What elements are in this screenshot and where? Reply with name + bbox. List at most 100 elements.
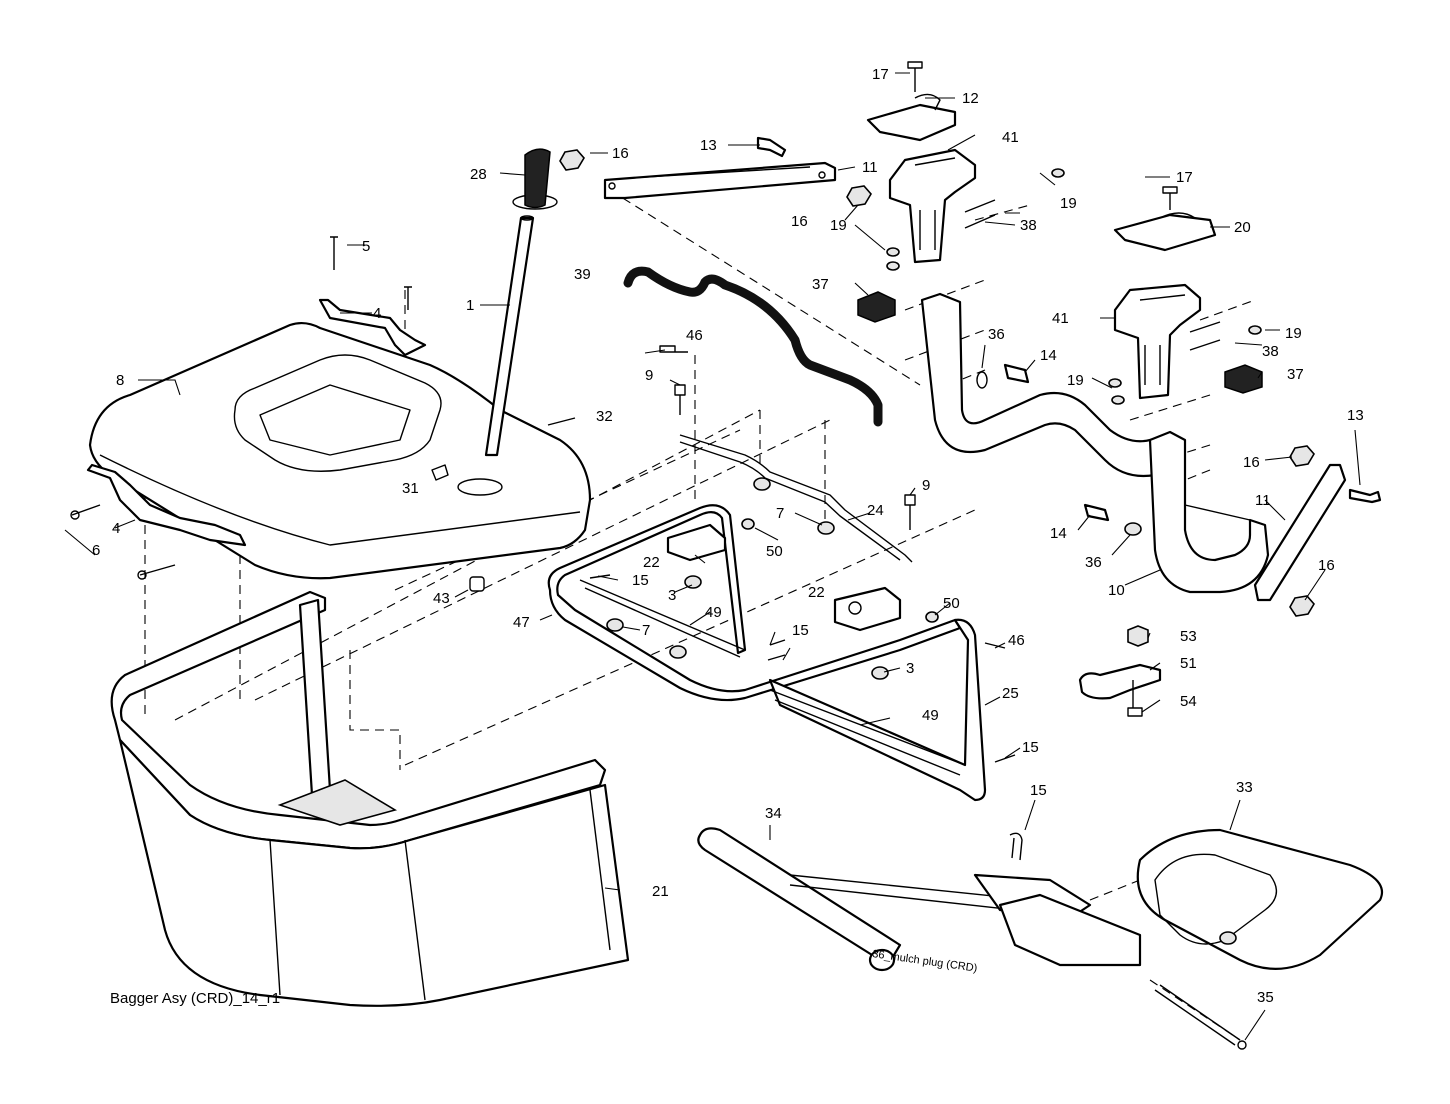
bag-top-cover xyxy=(88,321,592,580)
callout-16: 16 xyxy=(1318,557,1335,574)
callout-35: 35 xyxy=(1257,989,1274,1006)
callout-28: 28 xyxy=(470,166,487,183)
callout-13: 13 xyxy=(700,137,717,154)
callout-54: 54 xyxy=(1180,693,1197,710)
callout-19: 19 xyxy=(1285,325,1302,342)
callout-38: 38 xyxy=(1262,343,1279,360)
mulch-plug-label: 36_mulch plug (CRD) xyxy=(872,948,978,975)
callout-21: 21 xyxy=(652,883,669,900)
callout-14: 14 xyxy=(1040,347,1057,364)
callout-51: 51 xyxy=(1180,655,1197,672)
callout-41: 41 xyxy=(1002,129,1019,146)
callout-7: 7 xyxy=(776,505,784,522)
bolt-13-right xyxy=(1348,488,1382,504)
bolts-17 xyxy=(907,61,1178,210)
diagram-caption: Bagger Asy (CRD)_14_r1 xyxy=(110,990,281,1007)
callout-4: 4 xyxy=(373,305,381,322)
callout-15: 15 xyxy=(792,622,809,639)
callout-25: 25 xyxy=(1002,685,1019,702)
mulch-plug-body xyxy=(973,873,1142,967)
callout-36: 36 xyxy=(988,326,1005,343)
callout-13: 13 xyxy=(1347,407,1364,424)
mulch-plug-rod-34 xyxy=(697,827,1081,972)
frame-47 xyxy=(547,504,962,702)
callout-38: 38 xyxy=(1020,217,1037,234)
callout-17: 17 xyxy=(872,66,889,83)
hairpin-15 xyxy=(1009,832,1023,861)
callout-1: 1 xyxy=(466,297,474,314)
callout-9: 9 xyxy=(922,477,930,494)
leader-lines xyxy=(64,72,1361,1041)
wire-hose xyxy=(623,266,883,427)
callout-50: 50 xyxy=(943,595,960,612)
latch-51 xyxy=(1078,625,1162,717)
callout-46: 46 xyxy=(686,327,703,344)
callout-15: 15 xyxy=(1022,739,1039,756)
callout-8: 8 xyxy=(116,372,124,389)
bolt-14-washer-36 xyxy=(976,363,1142,536)
callout-7: 7 xyxy=(642,622,650,639)
small-hardware xyxy=(589,345,1016,763)
callout-17: 17 xyxy=(1176,169,1193,186)
callout-20: 20 xyxy=(1234,219,1251,236)
clip-20 xyxy=(1113,212,1217,252)
bracket-41-lower xyxy=(1113,283,1202,400)
callout-10: 10 xyxy=(1108,582,1125,599)
mulch-plug-33 xyxy=(1136,828,1383,970)
callout-49: 49 xyxy=(922,707,939,724)
support-bracket-upper xyxy=(603,161,837,200)
callout-19: 19 xyxy=(1067,372,1084,389)
handle-grip xyxy=(512,148,558,210)
callout-19: 19 xyxy=(830,217,847,234)
callout-16: 16 xyxy=(612,145,629,162)
nuts xyxy=(559,149,1315,617)
bolts-38 xyxy=(964,199,1221,351)
callout-49: 49 xyxy=(705,604,722,621)
bracket-11-right xyxy=(1253,463,1347,602)
frame-25 xyxy=(768,618,987,802)
callout-53: 53 xyxy=(1180,628,1197,645)
bag-handle-front xyxy=(86,463,247,547)
bag-frame xyxy=(110,590,630,1007)
callout-32: 32 xyxy=(596,408,613,425)
callout-24: 24 xyxy=(867,502,884,519)
callout-37: 37 xyxy=(1287,366,1304,383)
bolt-13-upper xyxy=(756,136,787,158)
callout-43: 43 xyxy=(433,590,450,607)
callout-19: 19 xyxy=(1060,195,1077,212)
screws xyxy=(70,236,576,592)
handle-rod xyxy=(484,215,535,457)
callout-3: 3 xyxy=(668,587,676,604)
callout-39: 39 xyxy=(574,266,591,283)
callout-3: 3 xyxy=(906,660,914,677)
callout-46: 46 xyxy=(1008,632,1025,649)
callout-5: 5 xyxy=(362,238,370,255)
callout-11: 11 xyxy=(1255,492,1271,509)
callout-37: 37 xyxy=(812,276,829,293)
mount-bar-10 xyxy=(920,292,1270,594)
rod-24 xyxy=(679,434,913,563)
callout-36: 36 xyxy=(1085,554,1102,571)
callout-15: 15 xyxy=(632,572,649,589)
clip-12 xyxy=(866,93,957,142)
callout-22: 22 xyxy=(808,584,825,601)
plates-22 xyxy=(666,523,902,632)
callout-34: 34 xyxy=(765,805,782,822)
bag-handle-top xyxy=(318,298,427,357)
callout-33: 33 xyxy=(1236,779,1253,796)
rail-49 xyxy=(579,579,966,776)
callout-31: 31 xyxy=(402,480,419,497)
pin-35 xyxy=(1154,984,1247,1050)
callout-16: 16 xyxy=(1243,454,1260,471)
callout-16: 16 xyxy=(791,213,808,230)
bracket-41-upper xyxy=(888,148,977,264)
callout-14: 14 xyxy=(1050,525,1067,542)
callout-12: 12 xyxy=(962,90,979,107)
callout-9: 9 xyxy=(645,367,653,384)
callout-15: 15 xyxy=(1030,782,1047,799)
callout-22: 22 xyxy=(643,554,660,571)
callout-4: 4 xyxy=(112,520,120,537)
callout-50: 50 xyxy=(766,543,783,560)
plugs-37 xyxy=(857,291,1263,394)
